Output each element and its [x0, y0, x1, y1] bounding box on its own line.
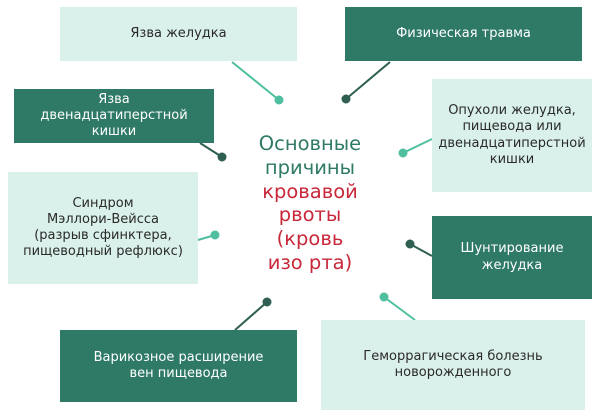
cause-box-duodenal-ulcer: Язва двенадцатиперстной кишки	[14, 89, 214, 143]
center-title: Основные причины кровавой рвоты (кровь и…	[245, 132, 375, 275]
connector-dot-tumors	[398, 148, 408, 158]
connector-dot-mallory-weiss	[210, 230, 220, 240]
connector-dot-varicose-veins	[262, 297, 272, 307]
cause-box-gastric-bypass: Шунтирование желудка	[432, 216, 592, 299]
connector-dot-duodenal-ulcer	[217, 152, 227, 162]
cause-box-physical-trauma: Физическая травма	[345, 7, 582, 61]
connector-tumors	[402, 138, 433, 154]
connector-physical-trauma	[345, 61, 391, 100]
cause-box-tumors: Опухоли желудка, пищевода или двенадцати…	[432, 79, 592, 192]
cause-box-mallory-weiss: Синдром Мэллори-Вейсса (разрыв сфинктера…	[8, 172, 198, 284]
connector-dot-hemorrhagic	[379, 292, 389, 302]
center-title-line-5: изо рта)	[267, 250, 353, 274]
cause-box-hemorrhagic-disease: Геморрагическая болезнь новорожденного	[321, 320, 585, 410]
center-title-line-2: причины	[264, 155, 356, 179]
connector-hemorrhagic	[383, 296, 416, 321]
connector-dot-stomach-ulcer	[274, 95, 284, 105]
center-title-line-3: кровавой	[262, 179, 358, 203]
connector-stomach-ulcer	[231, 61, 280, 101]
connector-dot-physical-trauma	[341, 94, 351, 104]
center-title-line-1: Основные	[258, 132, 362, 155]
connector-varicose-veins	[234, 301, 268, 331]
cause-box-varicose-veins: Варикозное расширение вен пищевода	[60, 330, 297, 402]
center-title-line-4: рвоты (кровь	[276, 203, 344, 251]
connector-dot-gastric-bypass	[405, 239, 415, 249]
cause-box-stomach-ulcer: Язва желудка	[60, 7, 297, 61]
